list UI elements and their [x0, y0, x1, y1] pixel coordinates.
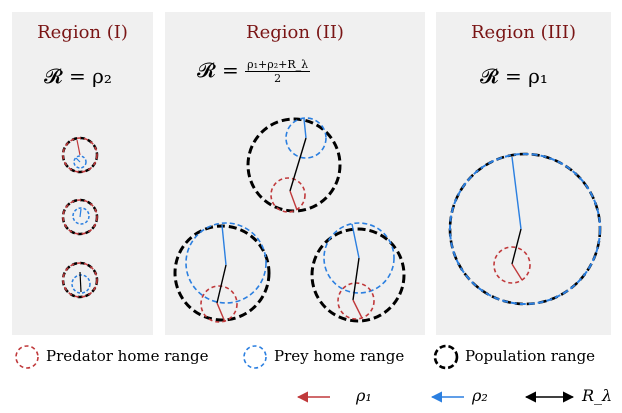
region-2-formula-lhs: 𝓡 = [197, 58, 246, 82]
rho1-line [511, 156, 522, 230]
population-range-circle [246, 117, 342, 213]
rho2-line [221, 224, 227, 266]
prey-legend-label: Prey home range [274, 347, 405, 365]
population-range-circle [173, 224, 271, 322]
region-1-config-bottom [61, 261, 99, 299]
prey-range-circle [71, 274, 91, 294]
rlambda-key-label: R_λ [582, 386, 613, 405]
predator-range-circle [270, 177, 306, 213]
rho2-line [351, 223, 360, 259]
rho1-line [216, 302, 226, 323]
population-legend-label: Population range [465, 347, 596, 365]
region-3-formula-rhs: ρ₁ [528, 64, 548, 88]
rho2-key-label: ρ₂ [472, 386, 488, 405]
region-2-config-right [310, 222, 406, 323]
region-2-config-top [246, 117, 342, 213]
prey-range-circle [72, 207, 90, 225]
region-3-formula-lhs: 𝓡 = [480, 64, 529, 88]
prey-range-circle [185, 222, 267, 304]
region-1-formula: 𝓡 = ρ₂ [44, 64, 112, 88]
region-1-title: Region (I) [37, 22, 128, 43]
rho2-line [79, 208, 82, 218]
rlambda-line [216, 264, 227, 304]
panel-region-3: Region (III) 𝓡 = ρ₁ [436, 12, 611, 335]
rho1-key-label: ρ₁ [356, 386, 372, 405]
prey-range-circle [73, 155, 87, 169]
region-1-formula-rhs: ρ₂ [92, 64, 112, 88]
rho1-line [289, 190, 298, 211]
region-3-formula: 𝓡 = ρ₁ [480, 64, 548, 88]
predator-range-circle [493, 246, 531, 284]
region-3-config [448, 152, 602, 306]
predator-legend-icon [15, 345, 39, 369]
rho1-line [511, 263, 523, 281]
region-1-formula-lhs: 𝓡 = [44, 64, 93, 88]
rlambda-line [352, 257, 360, 301]
rho2-line [75, 157, 81, 163]
region-2-numerator: ρ₁+ρ₂+R_λ [245, 58, 311, 72]
rlambda-line [289, 137, 307, 192]
predator-legend-label: Predator home range [46, 347, 209, 365]
region-1-config-middle [61, 198, 99, 236]
prey-range-circle [449, 153, 601, 305]
prey-range-circle [323, 222, 395, 294]
predator-range-circle [62, 137, 98, 173]
rlambda-line [79, 271, 82, 293]
region-2-denominator: 2 [274, 72, 282, 85]
region-3-title: Region (III) [470, 22, 576, 43]
rlambda-line [511, 228, 522, 265]
predator-range-circle [62, 199, 98, 235]
predator-range-circle [200, 285, 238, 323]
region-2-title: Region (II) [246, 22, 344, 43]
region-1-config-top [61, 136, 99, 174]
rho1-line [76, 139, 81, 156]
population-range-circle [310, 227, 406, 323]
rho1-line [352, 299, 363, 319]
prey-range-circle [285, 117, 327, 159]
panel-region-1: Region (I) 𝓡 = ρ₂ [12, 12, 153, 335]
predator-range-circle [337, 282, 375, 320]
predator-range-circle [62, 262, 98, 298]
prey-legend-icon [243, 345, 267, 369]
rho2-line [303, 118, 307, 139]
population-legend-icon [433, 344, 459, 370]
region-2-config-left [173, 222, 271, 323]
